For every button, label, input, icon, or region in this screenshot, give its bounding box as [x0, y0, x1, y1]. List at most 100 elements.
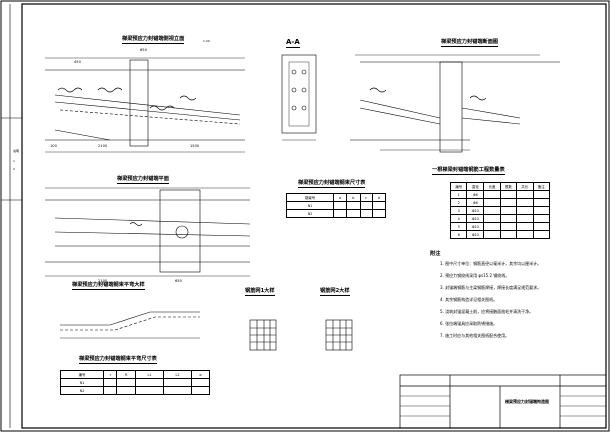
table-cell: [483, 190, 501, 199]
table-cell: N1: [285, 201, 335, 210]
table-cell: N2: [285, 209, 335, 218]
mesh-1-detail-title: 钢筋网1大样: [245, 288, 275, 297]
table-cell: [116, 378, 137, 387]
table-cell: [499, 190, 518, 199]
table-cell: Φ8: [466, 190, 485, 199]
table-cell: [499, 230, 518, 239]
dimension-label: 650: [140, 48, 147, 52]
table-header: 根数: [499, 182, 518, 191]
table-cell: Φ10: [466, 230, 485, 239]
table-cell: [346, 201, 361, 210]
title-block: [399, 374, 607, 429]
table-cell: [516, 206, 534, 215]
table-header: b: [346, 193, 361, 202]
table-header: 钢束号: [285, 193, 335, 202]
table-cell: [483, 206, 501, 215]
table-header: a: [333, 193, 348, 202]
tendon-bend-table: 编号 r R L1 L2 α N1 N2: [59, 370, 211, 395]
table-cell: [483, 214, 501, 223]
table-cell: [516, 230, 534, 239]
table-cell: [371, 201, 387, 210]
table-cell: [516, 190, 534, 199]
table-cell: [333, 201, 348, 210]
table-cell: Φ10: [466, 206, 485, 215]
table-cell: [483, 230, 501, 239]
table-cell: [499, 206, 518, 215]
table-header: r: [103, 370, 118, 379]
table-cell: [116, 386, 137, 395]
table-header: 直径: [466, 182, 485, 191]
table-cell: [499, 222, 518, 231]
table-cell: 5: [449, 222, 468, 231]
table-cell: [532, 206, 551, 215]
table-header: R: [116, 370, 137, 379]
table-cell: [346, 209, 361, 218]
tendon-size-table-title: 梯梁预应力封锚端钢束尺寸表: [298, 180, 366, 189]
table-cell: [103, 378, 118, 387]
table-cell: [371, 209, 387, 218]
section-a-a-title: A-A: [286, 38, 300, 48]
note-item: 6. 张拉端锚具应采取防锈措施。: [440, 321, 498, 326]
plan-view-title: 梯梁预应力封锚端平面: [117, 176, 169, 185]
table-header: 共长: [516, 182, 534, 191]
table-cell: [532, 190, 551, 199]
table-cell: [135, 378, 164, 387]
table-header: L1: [135, 370, 164, 379]
table-cell: 4: [449, 214, 468, 223]
table-cell: [532, 214, 551, 223]
anchor-section-title: 梯梁预应力封锚端断面图: [441, 39, 499, 48]
table-cell: [532, 222, 551, 231]
table-header: 编号: [59, 370, 105, 379]
elevation-view-scale: 1:20: [203, 39, 210, 43]
table-cell: [190, 386, 211, 395]
binding-strip-mark: 2: [13, 167, 15, 171]
elevation-view: [45, 57, 245, 153]
table-cell: [333, 209, 348, 218]
table-cell: 1: [449, 190, 468, 199]
table-cell: [103, 386, 118, 395]
note-item: 3. 封锚端钢筋与主梁钢筋焊接，焊接长度满足规范要求。: [440, 285, 542, 290]
table-cell: [359, 201, 373, 210]
tendon-bend-detail: [60, 311, 200, 339]
note-item: 2. 预应力钢绞线采用 φs15.2 钢绞线。: [440, 273, 510, 278]
table-header: d: [371, 193, 387, 202]
table-header: 编号: [449, 182, 468, 191]
table-cell: [499, 214, 518, 223]
dimension-label: 2100: [98, 144, 108, 148]
sheet-inner-border: [21, 3, 607, 429]
binding-strip-mark: 1: [13, 159, 15, 163]
table-cell: [483, 198, 501, 207]
note-item: 1. 图中尺寸单位：钢筋直径以毫米计，其余均以厘米计。: [440, 261, 542, 266]
table-header: L2: [163, 370, 192, 379]
rebar-quantity-table-title: 一根梯梁封锚端钢筋工程数量表: [432, 167, 505, 176]
table-cell: Φ8: [466, 198, 485, 207]
note-item: 4. 其余钢筋构造详见相关图纸。: [440, 297, 498, 302]
table-cell: [516, 214, 534, 223]
table-cell: 2: [449, 198, 468, 207]
table-cell: [135, 386, 164, 395]
section-a-a: [281, 54, 317, 141]
dimension-label: 650: [175, 279, 182, 283]
table-header: c: [359, 193, 373, 202]
drawing-name: 梯梁预应力封锚端构造图: [505, 399, 549, 404]
table-cell: [516, 198, 534, 207]
dimension-label: 1500: [190, 144, 200, 148]
plan-view: [45, 187, 251, 277]
anchor-section-view: [350, 54, 560, 153]
table-cell: Φ10: [466, 222, 485, 231]
table-cell: [499, 198, 518, 207]
table-cell: [532, 230, 551, 239]
table-cell: N1: [59, 378, 105, 387]
tendon-bend-table-title: 梯梁预应力封锚端钢束平弯尺寸表: [79, 356, 157, 365]
table-cell: Φ10: [466, 214, 485, 223]
binding-strip-mark: 说明: [13, 149, 20, 153]
note-item: 5. 浇筑封锚混凝土前，应将接触面凿毛并清洗干净。: [440, 309, 534, 314]
mesh-2-detail-title: 钢筋网2大样: [320, 288, 350, 297]
table-cell: [163, 378, 192, 387]
table-cell: 3: [449, 206, 468, 215]
table-header: 备注: [532, 182, 551, 191]
table-cell: [163, 386, 192, 395]
table-cell: [516, 222, 534, 231]
